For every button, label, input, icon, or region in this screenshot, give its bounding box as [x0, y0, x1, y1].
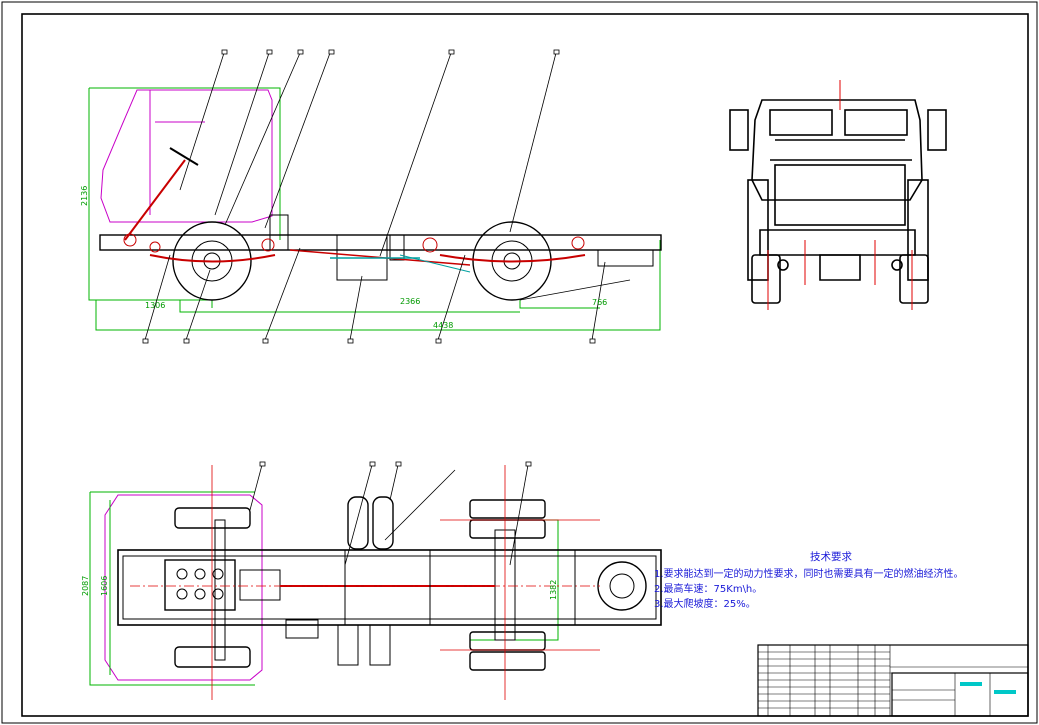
windshield-right: [844, 109, 908, 136]
side-view: [88, 49, 662, 344]
top-view: [89, 461, 662, 700]
requirement-line-1: 1.要求能达到一定的动力性要求，同时也需要具有一定的燃油经济性。: [654, 569, 964, 580]
dim-rear-overhang: 766: [592, 298, 608, 307]
requirement-line-2: 2.最高车速：75Km\h。: [654, 584, 763, 595]
rear-tire-r1: [469, 631, 546, 651]
engine: [164, 559, 236, 611]
spare-wheel: [597, 561, 647, 611]
technical-requirements: 技术要求 1.要求能达到一定的动力性要求，同时也需要具有一定的燃油经济性。 2.…: [654, 550, 1034, 612]
dim-wheelbase: 2366: [400, 297, 421, 306]
rear-tire-l1: [469, 499, 546, 519]
cylinders: [176, 568, 224, 600]
balloons: [142, 49, 596, 344]
cab-front: [751, 99, 923, 201]
requirement-line-3: 3.最大爬坡度：25%。: [654, 599, 756, 610]
dim-front-overhang: 1306: [145, 301, 166, 310]
cab-top: [104, 494, 263, 681]
dim-overall-width: 2087: [81, 575, 90, 596]
dim-overall-height: 2136: [80, 185, 89, 206]
fuel-tank-2: [372, 496, 394, 550]
rear-wheel: [472, 221, 552, 301]
cab-outline: [100, 89, 273, 223]
dim-overall-length: 4438: [433, 321, 454, 330]
rear-tire-l2: [469, 519, 546, 539]
inner-border: [21, 13, 1029, 717]
technical-requirements-title: 技术要求: [810, 551, 852, 563]
chassis-frame-top: [117, 549, 662, 626]
windshield-left: [769, 109, 833, 136]
title-block-drawing-name-cell: [891, 672, 1029, 717]
dim-rear-track: 1382: [549, 579, 558, 600]
grille: [774, 164, 906, 226]
front-axle: [214, 519, 226, 661]
fuel-tank-1: [347, 496, 369, 550]
front-view: [729, 80, 947, 310]
front-wheel-right: [899, 254, 929, 304]
title-block: [757, 644, 1029, 717]
leader-lines: [144, 52, 631, 341]
front-wheel: [172, 221, 252, 301]
front-tire-right: [174, 646, 251, 668]
front-wheel-left: [751, 254, 781, 304]
front-tire-left: [174, 507, 251, 529]
dim-front-track: 1606: [100, 575, 109, 596]
rear-tire-r2: [469, 651, 546, 671]
